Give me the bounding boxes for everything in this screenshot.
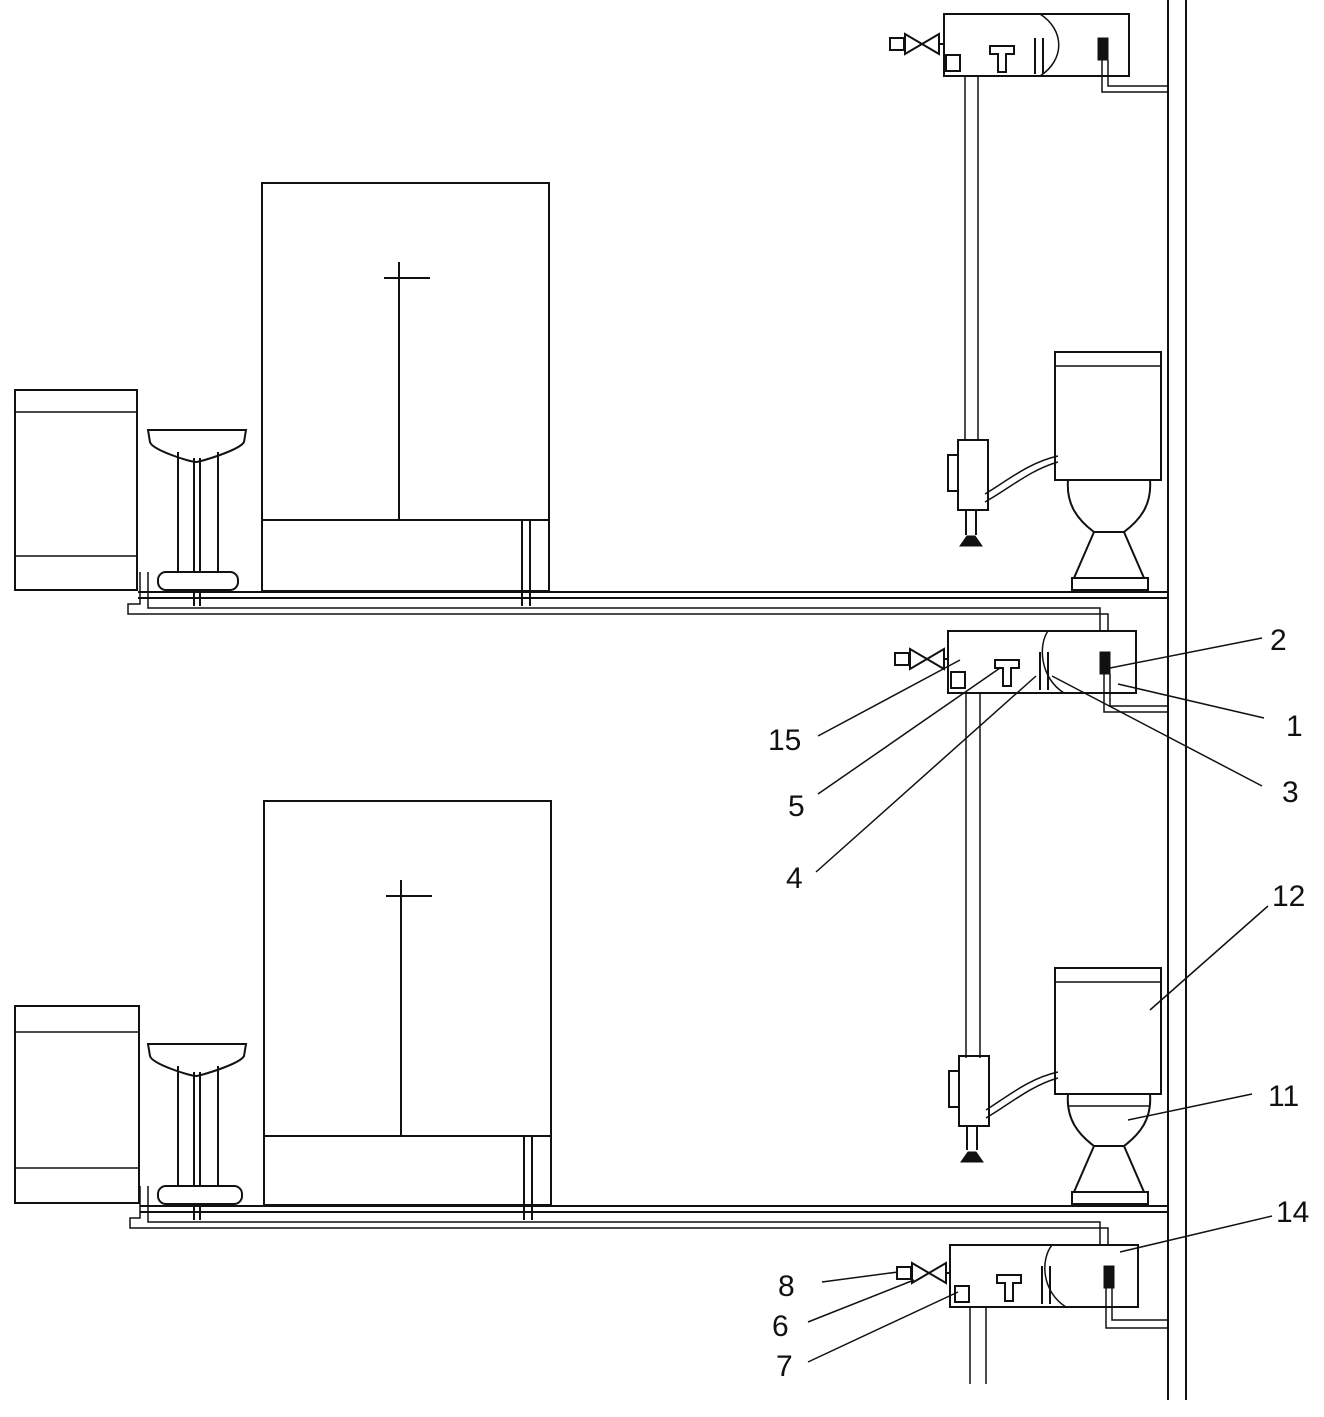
float-middle [994, 659, 1020, 687]
floor-upper [138, 591, 1168, 599]
label-8: 8 [778, 1270, 795, 1303]
drain-pipe-middle [965, 693, 981, 1058]
floor-lower [140, 1205, 1168, 1213]
float-bottom [996, 1274, 1022, 1302]
reference-labels: 2 1 3 15 5 4 12 11 14 8 6 7 [768, 624, 1309, 1383]
label-7: 7 [776, 1350, 793, 1383]
leader-lines [807, 637, 1273, 1363]
label-15: 15 [768, 724, 801, 757]
label-4: 4 [786, 862, 803, 895]
label-14: 14 [1276, 1196, 1309, 1229]
label-5: 5 [788, 790, 805, 823]
washing-machine-upper [14, 389, 138, 591]
valve-top [889, 32, 944, 56]
washbasin-lower [146, 1043, 248, 1220]
collector-pipe-upper [127, 572, 1109, 630]
collector-pipe-lower [129, 1186, 1109, 1244]
label-11: 11 [1268, 1080, 1299, 1113]
bathtub-upper [261, 182, 550, 606]
label-12: 12 [1272, 880, 1305, 913]
valve-middle [894, 647, 948, 671]
control-box-bottom [896, 1244, 1168, 1329]
washing-machine-lower [14, 1005, 140, 1204]
sensor-bottom [954, 1285, 970, 1303]
drain-pipe-top [964, 76, 979, 440]
switch-box-lower [948, 1055, 990, 1163]
toilet-upper [984, 351, 1162, 591]
label-1: 1 [1286, 710, 1303, 743]
switch-box-upper [947, 439, 989, 547]
sensor-middle [950, 671, 966, 689]
bathtub-lower [263, 800, 552, 1220]
washbasin-upper [146, 429, 248, 606]
valve-bottom [896, 1261, 950, 1285]
control-box-top [889, 13, 1168, 93]
building-wall [1167, 0, 1187, 1400]
float-top [989, 45, 1015, 73]
control-box-middle [894, 630, 1168, 713]
toilet-lower [985, 967, 1162, 1205]
label-2: 2 [1270, 624, 1287, 657]
label-3: 3 [1282, 776, 1299, 809]
label-6: 6 [772, 1310, 789, 1343]
drain-pipe-bottom [969, 1307, 987, 1384]
sensor-top [945, 54, 961, 72]
